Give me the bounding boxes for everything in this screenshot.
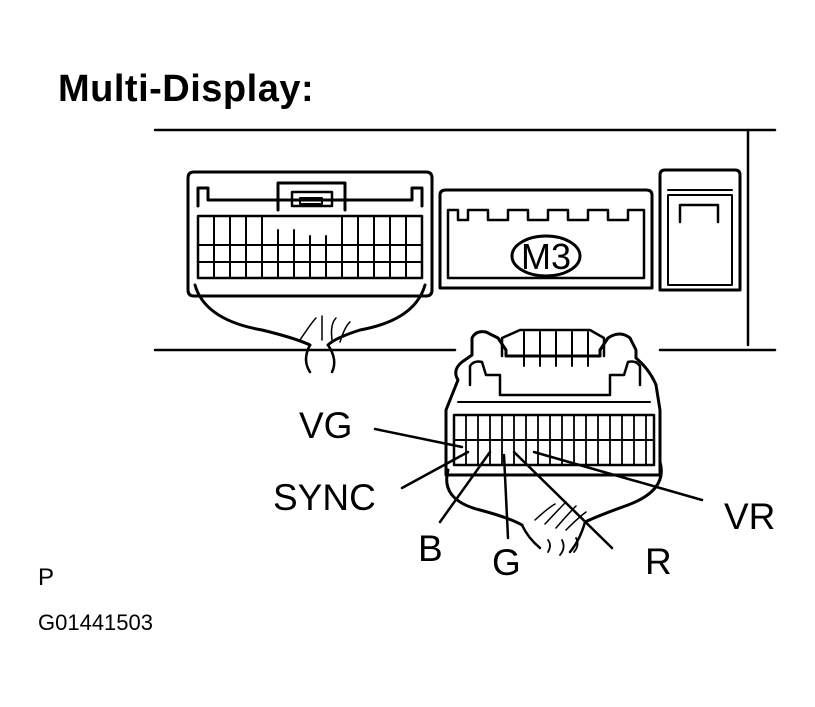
figure-id: G01441503 [38,610,153,635]
pin-label-g: G [492,542,521,583]
pin-label-vr: VR [724,496,776,537]
m3-connector [438,188,654,290]
left-connector [186,170,434,374]
diagram-title: Multi-Display: [58,68,315,110]
m3-connector-label: M3 [521,236,571,277]
pin-label-r: R [645,541,672,582]
panel-outline [153,128,777,352]
leader-lines [373,427,704,550]
pin-label-vg: VG [299,405,353,446]
pin-connector [444,328,663,556]
pin-label-sync: SYNC [273,477,376,518]
small-connector [658,168,742,292]
pin-label-b: B [418,528,443,569]
footer-code: P [38,564,55,591]
